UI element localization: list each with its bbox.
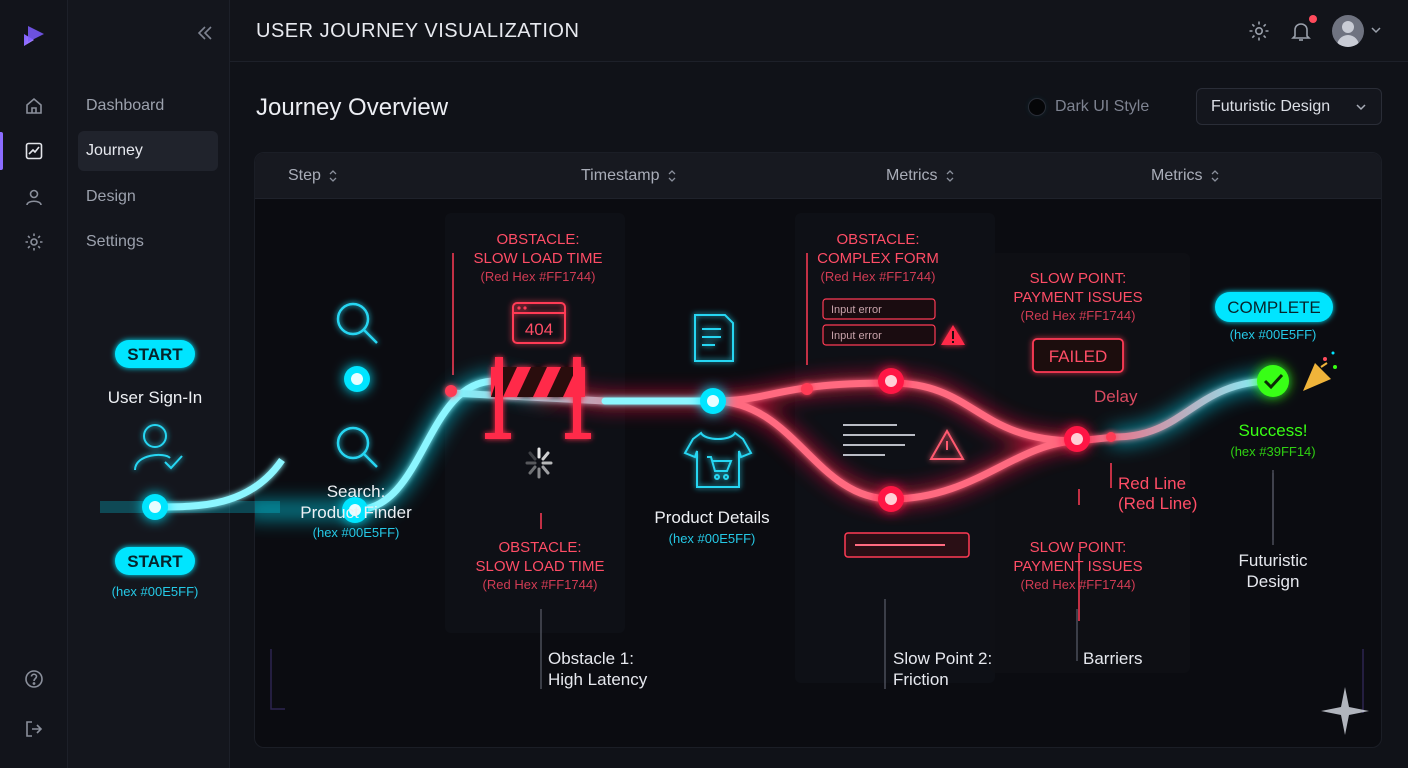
column-header-step[interactable]: Step bbox=[288, 167, 338, 185]
user-icon[interactable] bbox=[22, 185, 46, 209]
connector-lines bbox=[452, 253, 1112, 621]
sort-icon bbox=[1211, 170, 1219, 182]
input-error-field bbox=[822, 298, 936, 346]
design-style-value: Futuristic Design bbox=[1211, 98, 1331, 115]
top-header: USER JOURNEY VISUALIZATION bbox=[230, 0, 1408, 62]
complete-label: COMPLETE bbox=[1227, 298, 1321, 317]
gear-icon[interactable] bbox=[22, 230, 46, 254]
error-form-bar bbox=[844, 532, 970, 558]
rail-active-indicator bbox=[0, 132, 3, 170]
home-icon[interactable] bbox=[22, 94, 46, 118]
app-title: USER JOURNEY VISUALIZATION bbox=[256, 20, 580, 42]
chevron-down-icon[interactable] bbox=[1370, 24, 1382, 36]
logout-icon[interactable] bbox=[22, 717, 46, 741]
help-icon[interactable] bbox=[22, 667, 46, 691]
error-code: 404 bbox=[525, 320, 553, 339]
barrier-icon bbox=[485, 357, 591, 439]
sort-icon bbox=[668, 170, 675, 182]
design-style-select[interactable]: Futuristic Design bbox=[1196, 88, 1382, 125]
column-header-timestamp[interactable]: Timestamp bbox=[581, 167, 677, 185]
error-404-icon bbox=[512, 302, 566, 344]
input-error-text: Input error bbox=[831, 330, 882, 342]
sidebar-item-settings[interactable]: Settings bbox=[86, 233, 144, 250]
column-header-metrics[interactable]: Metrics bbox=[886, 167, 955, 185]
loading-spinner-icon bbox=[525, 447, 553, 479]
sort-icon bbox=[329, 170, 337, 182]
avatar[interactable] bbox=[1332, 15, 1364, 47]
dark-ui-toggle[interactable] bbox=[1028, 98, 1046, 116]
track-complete-segment bbox=[1073, 377, 1277, 445]
failed-badge bbox=[1032, 338, 1124, 373]
party-popper-icon bbox=[1303, 351, 1337, 391]
logo-icon[interactable] bbox=[20, 16, 48, 48]
sort-icon bbox=[946, 170, 954, 182]
text-lines-icon bbox=[843, 424, 915, 456]
warning-icon bbox=[941, 325, 965, 345]
settings-gear-icon[interactable] bbox=[1247, 19, 1271, 43]
journey-visualization: 404 bbox=[255, 213, 1369, 735]
journey-nodes bbox=[342, 365, 1289, 523]
column-header-metrics[interactable]: Metrics bbox=[1151, 167, 1220, 185]
search-icon bbox=[336, 302, 378, 344]
bell-icon[interactable] bbox=[1289, 19, 1313, 43]
journey-panel: 404 bbox=[254, 152, 1382, 748]
warning-icon bbox=[929, 428, 965, 460]
icon-rail bbox=[0, 0, 68, 768]
sidebar-item-journey[interactable]: Journey bbox=[78, 131, 218, 171]
sidebar-nav: Dashboard Journey Design Settings bbox=[68, 0, 230, 768]
main-content: Journey Overview Dark UI Style Futuristi… bbox=[230, 62, 1408, 768]
tshirt-cart-icon bbox=[683, 431, 753, 488]
notification-dot bbox=[1309, 15, 1317, 23]
chevron-down-icon bbox=[1356, 104, 1366, 111]
chart-icon[interactable] bbox=[22, 139, 46, 163]
table-header: Step Timestamp Metrics Metrics bbox=[255, 153, 1381, 199]
collapse-sidebar-icon[interactable] bbox=[194, 22, 216, 44]
sidebar-item-dashboard[interactable]: Dashboard bbox=[86, 97, 165, 114]
sparkle-icon bbox=[1321, 687, 1369, 735]
page-title: Journey Overview bbox=[256, 94, 449, 121]
dark-ui-toggle-label: Dark UI Style bbox=[1055, 98, 1150, 115]
failed-label: FAILED bbox=[1049, 347, 1108, 366]
document-icon bbox=[694, 314, 734, 362]
input-error-text: Input error bbox=[831, 304, 882, 316]
complete-pill bbox=[1215, 292, 1333, 322]
search-icon bbox=[336, 426, 378, 468]
sidebar-item-design[interactable]: Design bbox=[86, 188, 136, 205]
